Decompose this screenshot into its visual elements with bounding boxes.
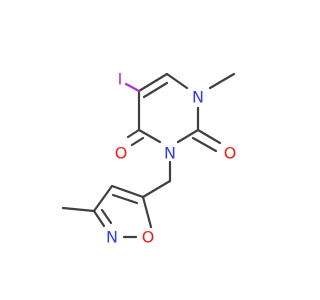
bond-c5-iodine: [124, 82, 141, 93]
pyrimidine-ring: [137, 72, 200, 144]
substituents: [124, 72, 236, 199]
atom-n3: N: [164, 144, 176, 163]
bond-c6-n1: [165, 72, 189, 90]
atom-o1-isoxazole: O: [142, 228, 155, 247]
bond-c2-oxygen-b: [191, 136, 218, 153]
bond-c5-c6-inner: [142, 81, 169, 99]
bond-ch2-isoxazole: [141, 179, 172, 199]
bond-c3p-methyl: [61, 206, 96, 213]
atom-o-c2: O: [224, 144, 237, 163]
atom-labels: I N N O O N O: [106, 70, 236, 247]
atom-n2-isoxazole: N: [106, 228, 118, 247]
bond-o1p-c5p: [141, 195, 153, 229]
bond-c5-c6: [137, 72, 169, 93]
bond-c4p-c3p: [92, 184, 114, 213]
bond-c5p-c4p: [110, 184, 145, 199]
bond-n1-methyl: [208, 72, 236, 90]
bond-n3-c4: [137, 128, 162, 144]
molecule-structure: I N N O O N O: [61, 70, 236, 247]
atom-iodine: I: [118, 70, 123, 89]
isoxazole-ring: [61, 184, 153, 239]
bond-c2-n3: [176, 128, 200, 144]
atom-n1: N: [192, 88, 204, 107]
atom-o-c4: O: [115, 144, 128, 163]
bond-c5p-c4p-inner: [111, 193, 139, 205]
bond-c3p-n2p: [92, 209, 106, 228]
bond-c3p-n2p-inner: [100, 208, 113, 225]
bond-c4-oxygen-a: [126, 128, 141, 139]
bond-c4-oxygen-b: [130, 136, 145, 147]
bond-c2-oxygen-a: [196, 128, 222, 145]
